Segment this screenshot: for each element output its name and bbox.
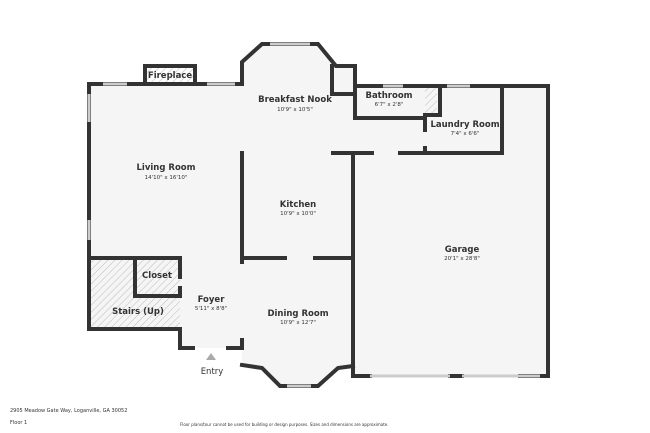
room-dim: 6'7" x 2'8" — [375, 102, 404, 108]
room-labels: Breakfast Nook 10'9" x 10'5" Living Room… — [112, 71, 500, 377]
bath-fixture — [425, 88, 437, 115]
windows — [87, 42, 540, 388]
walls — [87, 42, 550, 388]
room-name: Dining Room — [267, 309, 328, 319]
entry-label: Entry — [201, 367, 224, 377]
closet-label: Closet — [142, 271, 172, 281]
room-name: Kitchen — [280, 200, 316, 210]
room-name: Living Room — [137, 163, 196, 173]
room-name: Garage — [445, 245, 480, 255]
room-name: Laundry Room — [430, 120, 499, 130]
room-name: Breakfast Nook — [258, 95, 332, 105]
fireplace-label: Fireplace — [148, 71, 192, 81]
room-dim: 20'1" x 28'8" — [444, 256, 480, 262]
disclaimer: Floor plans/tour cannot be used for buil… — [180, 422, 389, 427]
room-name: Bathroom — [365, 91, 412, 101]
room-dim: 10'9" x 12'7" — [280, 320, 316, 326]
room-dim: 5'11" x 8'8" — [195, 306, 227, 312]
floor-label: Floor 1 — [10, 420, 28, 426]
stairs-label: Stairs (Up) — [112, 307, 164, 317]
room-dim: 10'9" x 10'5" — [277, 107, 313, 113]
room-dim: 10'9" x 10'0" — [280, 211, 316, 217]
entry-arrow-icon — [206, 353, 216, 360]
address: 2905 Meadow Gate Way, Loganville, GA 300… — [10, 408, 128, 414]
floor-area — [89, 44, 548, 386]
fireplace-area — [145, 66, 195, 84]
room-dim: 7'4" x 6'6" — [451, 131, 480, 137]
room-dim: 14'10" x 16'10" — [145, 175, 188, 181]
room-name: Foyer — [198, 295, 226, 305]
